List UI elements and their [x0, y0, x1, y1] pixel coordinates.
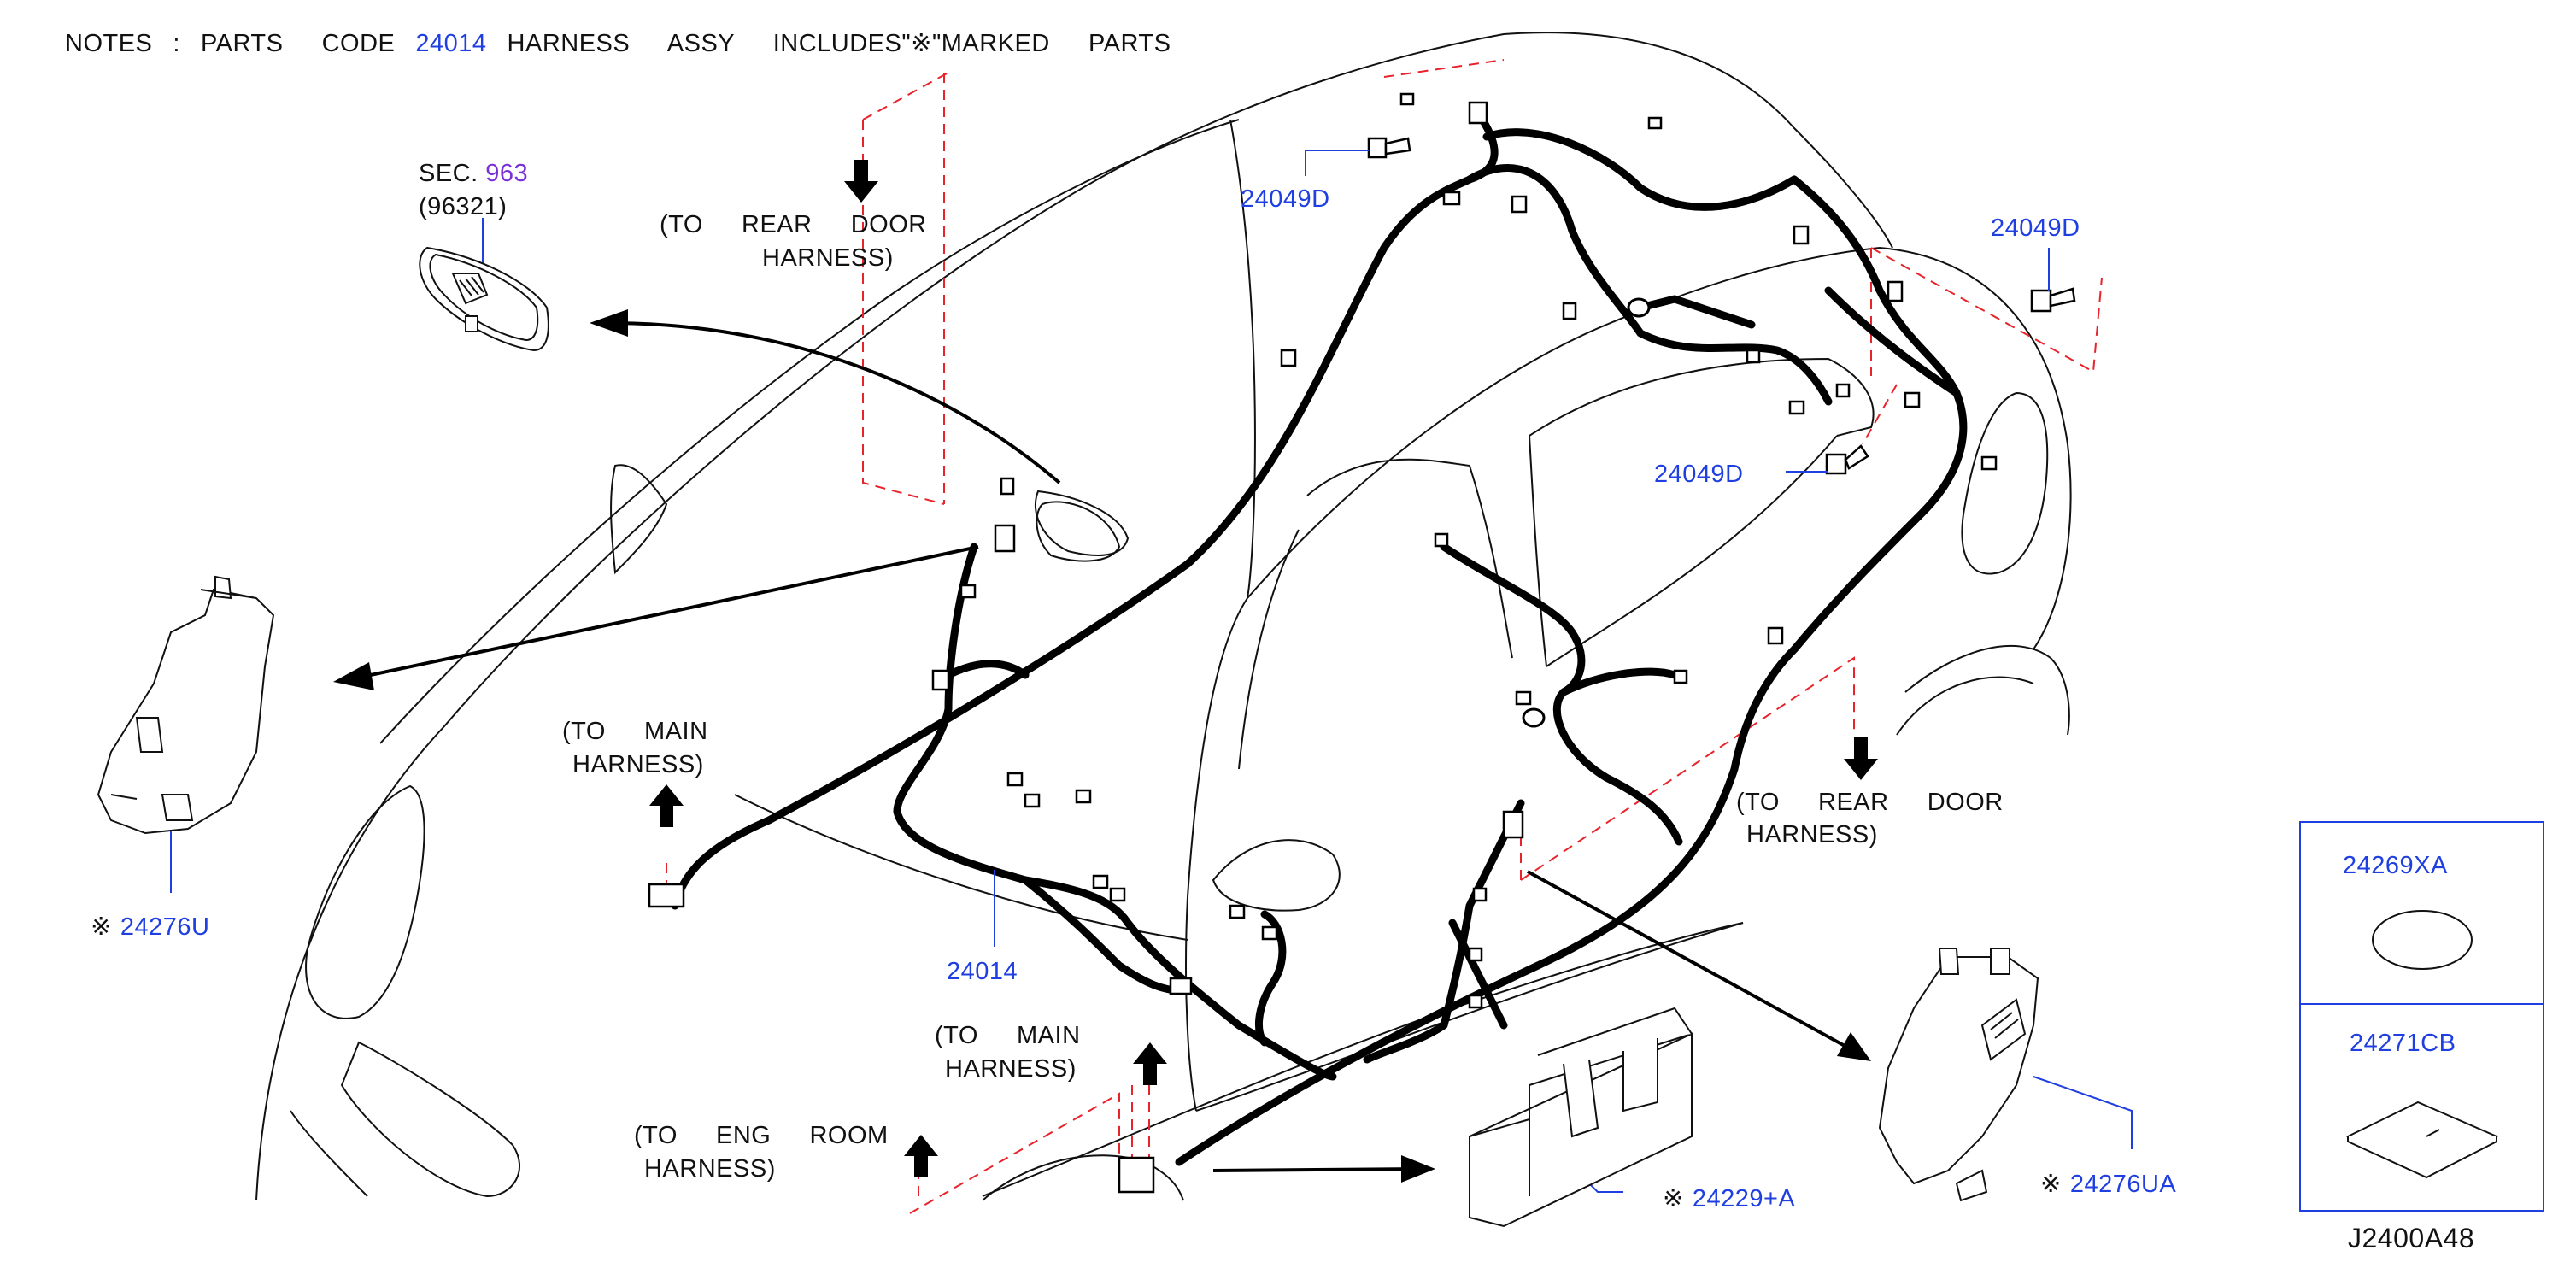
legend-clip-24269xa	[2372, 910, 2473, 970]
legend-box	[2299, 821, 2544, 1212]
callout-to-rear-door-right-2: HARNESS)	[1746, 821, 1878, 848]
legend-label-24271cb: 24271CB	[2350, 1030, 2456, 1057]
marker-24276u: ※	[91, 913, 112, 941]
notes-line: NOTES: PARTS CODE 24014 HARNESS ASSY INCLUD…	[65, 27, 1171, 60]
notes-code: 24014	[415, 30, 487, 57]
inset-module-24276ua	[1878, 948, 2039, 1202]
part-label-24276ua: ※ 24276UA	[2040, 1168, 2176, 1200]
marker-24229a: ※	[1663, 1185, 1684, 1212]
code-24229a: 24229+A	[1692, 1185, 1796, 1212]
inset-unit-24229a	[1469, 1007, 1693, 1228]
code-24276ua: 24276UA	[2069, 1171, 2177, 1198]
main-harness	[671, 115, 1968, 1166]
legend-label-24269xa: 24269XA	[2343, 852, 2448, 879]
callout-to-eng-room-1: (TO ENG ROOM	[634, 1122, 889, 1149]
callout-to-rear-door-right-1: (TO REAR DOOR	[1736, 789, 2004, 816]
notes-text1: PARTS CODE	[200, 30, 396, 57]
inset-module-24276u	[97, 575, 275, 835]
callout-to-main-bottom-1: (TO MAIN	[935, 1022, 1081, 1049]
bolt-24049d-a	[1367, 137, 1411, 159]
part-label-24049d-c: 24049D	[1654, 461, 1744, 488]
diagram-id: J2400A48	[2348, 1223, 2475, 1253]
callout-to-eng-room-2: HARNESS)	[644, 1155, 776, 1183]
callout-to-rear-door-top-2: HARNESS)	[762, 244, 894, 272]
marker-24276ua: ※	[2040, 1171, 2062, 1198]
part-label-24014: 24014	[947, 958, 1018, 985]
notes-prefix: NOTES	[65, 30, 153, 57]
callout-to-rear-door-top-1: (TO REAR DOOR	[660, 211, 927, 238]
section-part: (96321)	[419, 193, 508, 220]
notes-colon: :	[173, 30, 180, 57]
rear-view-mirror-small	[1034, 490, 1130, 556]
notes-text2: HARNESS ASSY INCLUDES"※"MARKED PARTS	[507, 30, 1171, 57]
code-24276u: 24276U	[120, 913, 210, 941]
section-label: SEC.	[419, 160, 478, 187]
direction-arrows	[649, 160, 1878, 1177]
legend-tape-24271cb	[2345, 1101, 2499, 1179]
car-body-outline	[255, 32, 2072, 1201]
part-label-24276u: ※ 24276U	[91, 911, 209, 943]
bolt-24049d-b	[2030, 287, 2076, 313]
section-ref: SEC. 963	[419, 157, 528, 190]
part-label-24229a: ※ 24229+A	[1663, 1183, 1795, 1215]
callout-to-main-left-2: HARNESS)	[572, 751, 704, 778]
inset-rear-view-mirror	[419, 246, 549, 352]
pointer-arrows	[333, 309, 1871, 1183]
bolt-24049d-c	[1825, 444, 1869, 475]
part-label-24049d-b: 24049D	[1991, 214, 2080, 242]
harness-connectors	[648, 92, 1998, 1194]
part-label-24049d-a: 24049D	[1241, 185, 1330, 213]
callout-to-main-bottom-2: HARNESS)	[945, 1055, 1077, 1083]
harness-grommets	[1522, 297, 1651, 728]
callout-to-main-left-1: (TO MAIN	[562, 718, 708, 745]
section-number: 963	[485, 160, 529, 187]
